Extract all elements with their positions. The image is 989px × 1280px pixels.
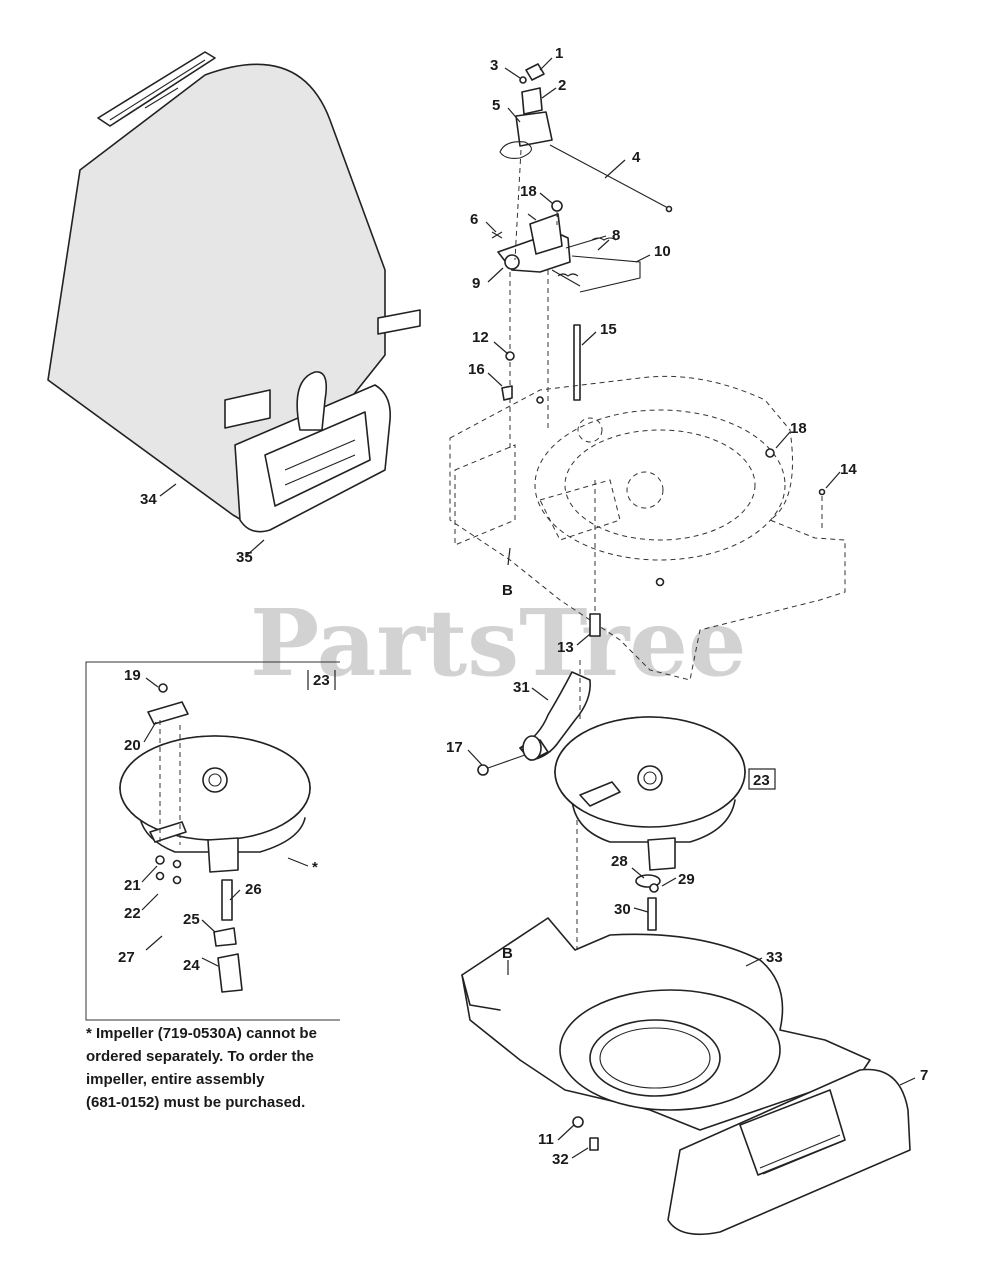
callout-26: 26 xyxy=(245,881,262,898)
callout-16: 16 xyxy=(468,361,485,378)
callout-22: 22 xyxy=(124,905,141,922)
callout-31: 31 xyxy=(513,679,530,696)
callout-28: 28 xyxy=(611,853,628,870)
callout-12: 12 xyxy=(472,329,489,346)
callout-18-top: 18 xyxy=(520,183,537,200)
callout-5: 5 xyxy=(492,97,500,114)
callout-4: 4 xyxy=(632,149,641,166)
callout-17: 17 xyxy=(446,739,463,756)
bag-housing-part-34 xyxy=(47,51,421,533)
callout-23-main: 23 xyxy=(753,772,770,789)
callout-3: 3 xyxy=(490,57,498,74)
leader-lines xyxy=(141,57,916,1159)
callout-29: 29 xyxy=(678,871,695,888)
callout-33: 33 xyxy=(766,949,783,966)
ref-b-lower: B xyxy=(502,945,513,962)
impeller-assembly-part-23 xyxy=(554,716,746,1000)
callout-8: 8 xyxy=(612,227,620,244)
impeller-order-note: * Impeller (719-0530A) cannot be ordered… xyxy=(86,1025,317,1111)
base-pan-part-33 xyxy=(461,917,871,1151)
callout-23-inset: 23 xyxy=(313,672,330,689)
callout-24: 24 xyxy=(183,957,200,974)
watermark: PartsTree xyxy=(250,589,746,697)
impeller-detail-inset xyxy=(85,661,340,1021)
callout-labels: 1 2 3 5 4 18 6 8 10 9 12 15 16 18 14 34 … xyxy=(118,45,928,1168)
callout-14: 14 xyxy=(840,461,857,478)
callout-11: 11 xyxy=(538,1131,554,1148)
callout-7: 7 xyxy=(920,1067,928,1084)
blower-housing xyxy=(449,375,846,681)
impeller-asterisk: * xyxy=(312,859,318,876)
callout-10: 10 xyxy=(654,243,671,260)
callout-25: 25 xyxy=(183,911,200,928)
callout-23-box xyxy=(748,768,776,790)
callout-13: 13 xyxy=(557,639,574,656)
callout-35: 35 xyxy=(236,549,253,566)
control-assembly xyxy=(491,63,673,450)
callout-2: 2 xyxy=(558,77,566,94)
callout-34: 34 xyxy=(140,491,157,508)
ref-b-upper: B xyxy=(502,582,513,599)
callout-27: 27 xyxy=(118,949,135,966)
callout-1: 1 xyxy=(555,45,563,62)
chute-lever-part-31 xyxy=(477,660,592,776)
nozzle-part-7 xyxy=(667,1068,911,1236)
callout-19: 19 xyxy=(124,667,141,684)
callout-32: 32 xyxy=(552,1151,569,1168)
callout-30: 30 xyxy=(614,901,631,918)
callout-20: 20 xyxy=(124,737,141,754)
callout-15: 15 xyxy=(600,321,617,338)
callout-21: 21 xyxy=(124,877,141,894)
callout-6: 6 xyxy=(470,211,478,228)
callout-18-right: 18 xyxy=(790,420,807,437)
callout-9: 9 xyxy=(472,275,480,292)
